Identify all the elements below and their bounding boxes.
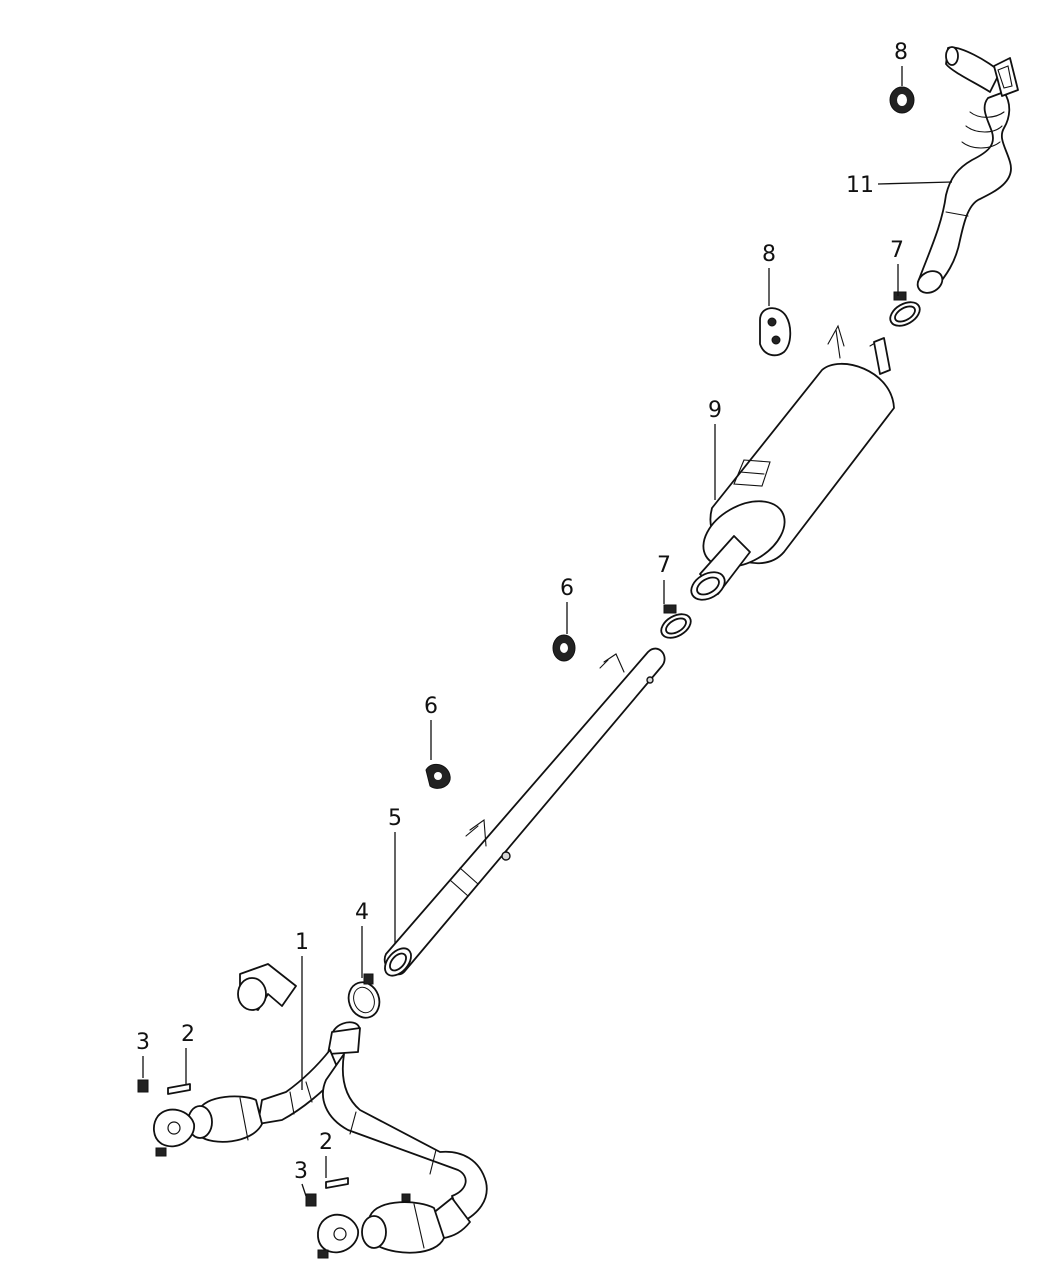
hanger-part — [759, 307, 792, 357]
callout-1: 1 — [295, 930, 309, 955]
callout-11: 11 — [846, 173, 874, 198]
clamp-upper-part — [889, 291, 921, 327]
isolator-lower-part — [425, 763, 451, 789]
nut-lower-part — [305, 1193, 317, 1207]
callout-9: 9 — [708, 398, 722, 423]
clamp-lower-part — [660, 604, 692, 639]
heat-shield-part — [237, 963, 297, 1011]
callout-3-lower: 3 — [294, 1159, 308, 1184]
stud-upper-part — [167, 1083, 191, 1095]
callout-2-lower: 2 — [319, 1130, 333, 1155]
callout-6-upper: 6 — [560, 576, 574, 601]
intermediate-pipe-part — [383, 647, 666, 977]
isolator-top-part — [889, 86, 915, 114]
tailpipe-part — [916, 46, 1019, 294]
callout-2-upper: 2 — [181, 1022, 195, 1047]
callout-8-top: 8 — [894, 40, 908, 65]
y-pipe-converter-part — [153, 1021, 488, 1259]
callout-labels: 8 11 8 7 9 7 6 6 5 4 1 2 3 2 3 — [136, 40, 908, 1184]
callout-5: 5 — [388, 806, 402, 831]
nut-upper-part — [137, 1079, 149, 1093]
callout-6-lower: 6 — [424, 694, 438, 719]
callout-7-upper: 7 — [890, 238, 904, 263]
muffler-part — [690, 324, 895, 601]
band-clamp-part — [347, 973, 381, 1019]
callout-3-upper: 3 — [136, 1030, 150, 1055]
callout-4: 4 — [355, 900, 369, 925]
leader-lines — [142, 66, 953, 1197]
isolator-upper-part — [552, 634, 576, 662]
callout-8-mid: 8 — [762, 242, 776, 267]
stud-lower-part — [325, 1177, 349, 1189]
callout-7-lower: 7 — [657, 553, 671, 578]
